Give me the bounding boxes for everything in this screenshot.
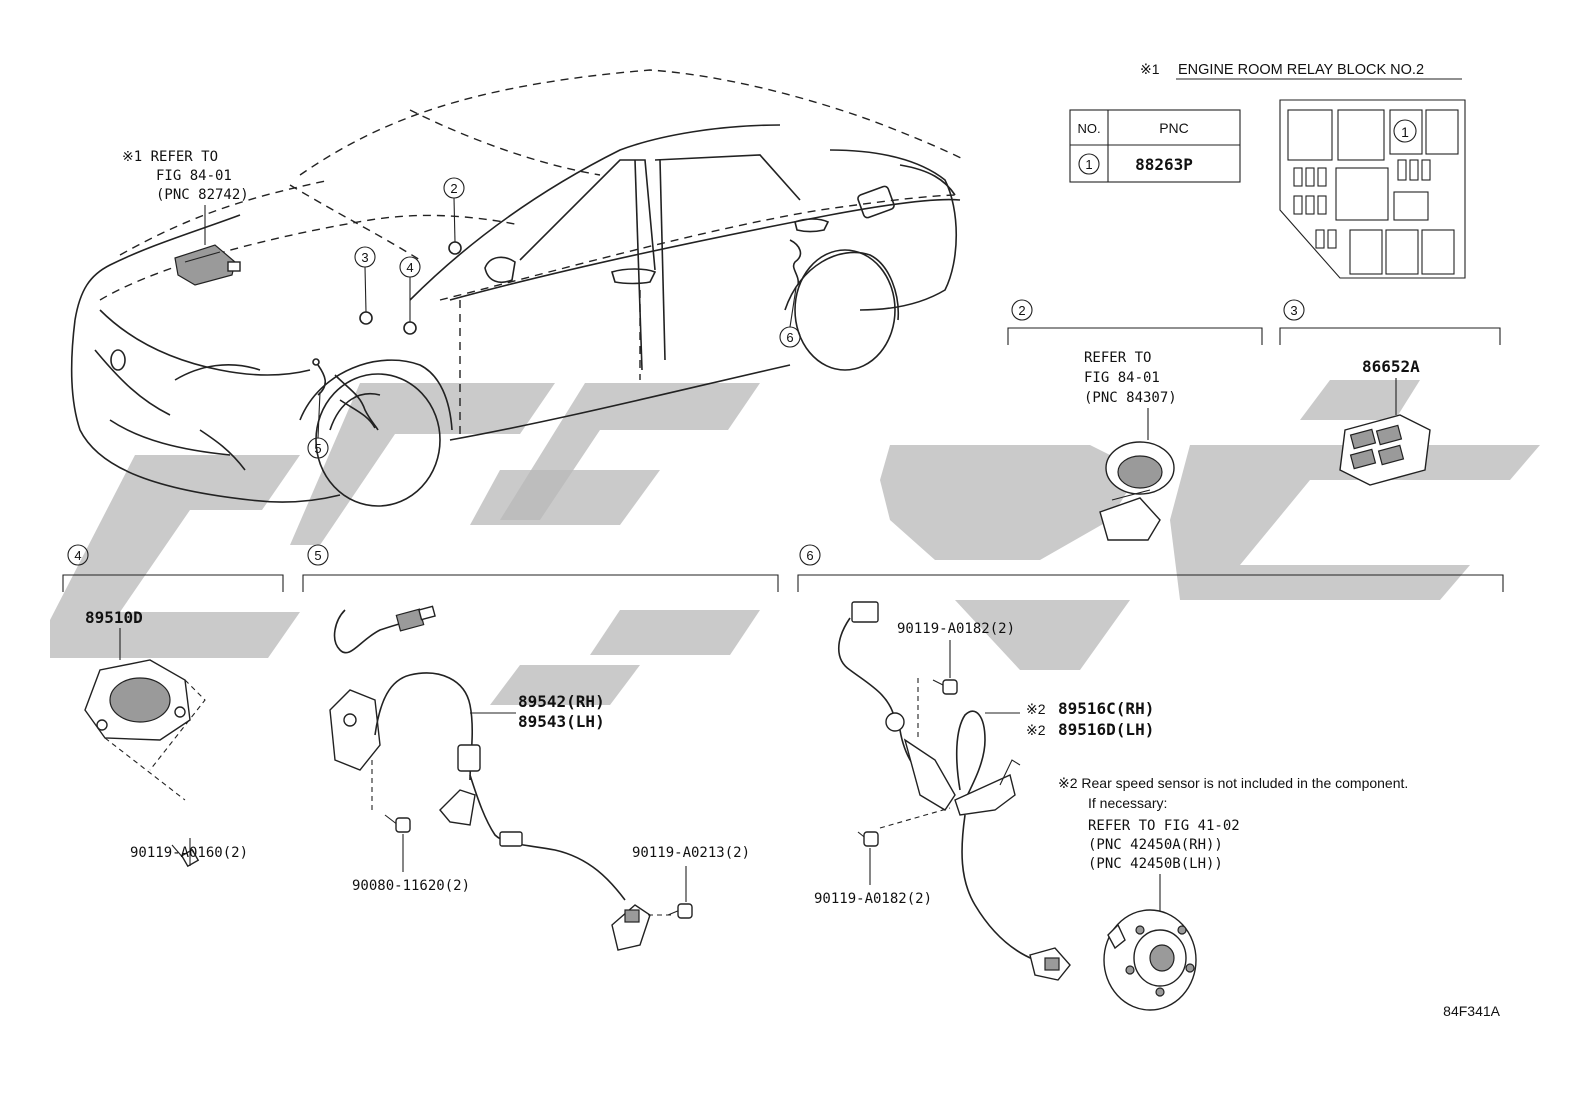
section-5-sensor-icon: [329, 605, 675, 951]
section-6-bolt-top-icon: [932, 679, 958, 695]
section-3: 3 86652A: [1279, 299, 1501, 486]
car-refer-line-2: FIG 84-01: [156, 168, 232, 184]
section-6-refer-2: (PNC 42450A(RH)): [1088, 837, 1223, 853]
section-5-bolt-a: 90080-11620(2): [352, 878, 470, 894]
section-2-refer-1: REFER TO: [1084, 350, 1151, 366]
section-6: 6 90119-A0182(2) ※2 89516C(RH) ※2 89516: [797, 544, 1504, 1011]
hood-module: [174, 244, 241, 286]
relay-note-mark: ※1: [1140, 61, 1160, 77]
section-2-refer-3: (PNC 84307): [1084, 390, 1177, 406]
section-4-part: 89510D: [85, 608, 143, 627]
section-3-number: 3: [1290, 303, 1297, 318]
relay-block-header: ※1 ENGINE ROOM RELAY BLOCK NO.2: [1140, 61, 1462, 80]
section-4: 4 89510D 90119-A0160(2): [62, 544, 284, 868]
pnc-table-header-pnc: PNC: [1159, 120, 1189, 136]
section-6-part-rh: 89516C(RH): [1058, 699, 1154, 718]
relay-block-layout: 1: [1279, 99, 1466, 279]
car-marker-3: 3: [354, 246, 376, 313]
section-6-note-line-1: ※2 Rear speed sensor is not included in …: [1058, 775, 1408, 791]
car-refer-line-3: (PNC 82742): [156, 187, 249, 203]
section-3-relay-icon: [1339, 414, 1431, 486]
svg-text:2: 2: [450, 181, 457, 196]
relay-block-title: ENGINE ROOM RELAY BLOCK NO.2: [1178, 62, 1424, 78]
svg-text:4: 4: [406, 260, 413, 275]
section-6-bolt-top: 90119-A0182(2): [897, 621, 1015, 637]
section-5-number: 5: [314, 548, 321, 563]
pnc-table-row-pnc: 88263P: [1135, 155, 1193, 174]
section-4-number: 4: [74, 548, 81, 563]
section-6-note-line-2: If necessary:: [1088, 795, 1167, 811]
section-2-refer-2: FIG 84-01: [1084, 370, 1160, 386]
section-5-bolt-a-icon: [384, 814, 411, 833]
car-marker-2: 2: [443, 177, 465, 243]
section-2-number: 2: [1018, 303, 1025, 318]
section-6-mark-lh: ※2: [1026, 722, 1046, 738]
section-2-sensor-icon: [1099, 441, 1175, 541]
section-6-bolt-bottom-icon: [857, 831, 879, 847]
section-3-part: 86652A: [1362, 357, 1420, 376]
section-6-number: 6: [806, 548, 813, 563]
section-2: 2 REFER TO FIG 84-01 (PNC 84307): [1007, 299, 1263, 541]
section-6-sensor-icon: [838, 601, 1071, 981]
section-5-bolt-b: 90119-A0213(2): [632, 845, 750, 861]
section-6-mark-rh: ※2: [1026, 701, 1046, 717]
section-6-part-lh: 89516D(LH): [1058, 720, 1154, 739]
section-4-sensor-icon: [84, 659, 206, 801]
car-refer-line-1: ※1 REFER TO: [122, 149, 218, 165]
section-5-bolt-b-icon: [667, 903, 693, 919]
section-4-bolt: 90119-A0160(2): [130, 845, 248, 861]
svg-text:6: 6: [786, 330, 793, 345]
pnc-table-row-no: 1: [1085, 157, 1092, 172]
relay-slot-marker: 1: [1401, 124, 1409, 140]
car-marker-6: 6: [779, 287, 801, 348]
watermark-logo: [50, 380, 1540, 705]
section-5-part-rh: 89542(RH): [518, 692, 605, 711]
section-6-refer-1: REFER TO FIG 41-02: [1088, 818, 1240, 834]
car-marker-5: 5: [307, 391, 329, 459]
figure-code: 84F341A: [1443, 1003, 1500, 1019]
car-outline: [70, 69, 966, 507]
section-5-part-lh: 89543(LH): [518, 712, 605, 731]
svg-text:5: 5: [314, 441, 321, 456]
car-marker-4: 4: [399, 256, 421, 322]
section-6-hub-icon: [1103, 909, 1197, 1011]
pnc-table-header-no: NO.: [1077, 121, 1100, 136]
pnc-table: NO. PNC 1 88263P: [1069, 109, 1241, 183]
section-5: 5 89542(RH) 89543(LH) 90080-11620(2): [302, 544, 779, 951]
car-refer-note: ※1 REFER TO FIG 84-01 (PNC 82742): [122, 149, 249, 245]
svg-text:3: 3: [361, 250, 368, 265]
section-6-refer-3: (PNC 42450B(LH)): [1088, 856, 1223, 872]
section-6-bolt-bottom: 90119-A0182(2): [814, 891, 932, 907]
